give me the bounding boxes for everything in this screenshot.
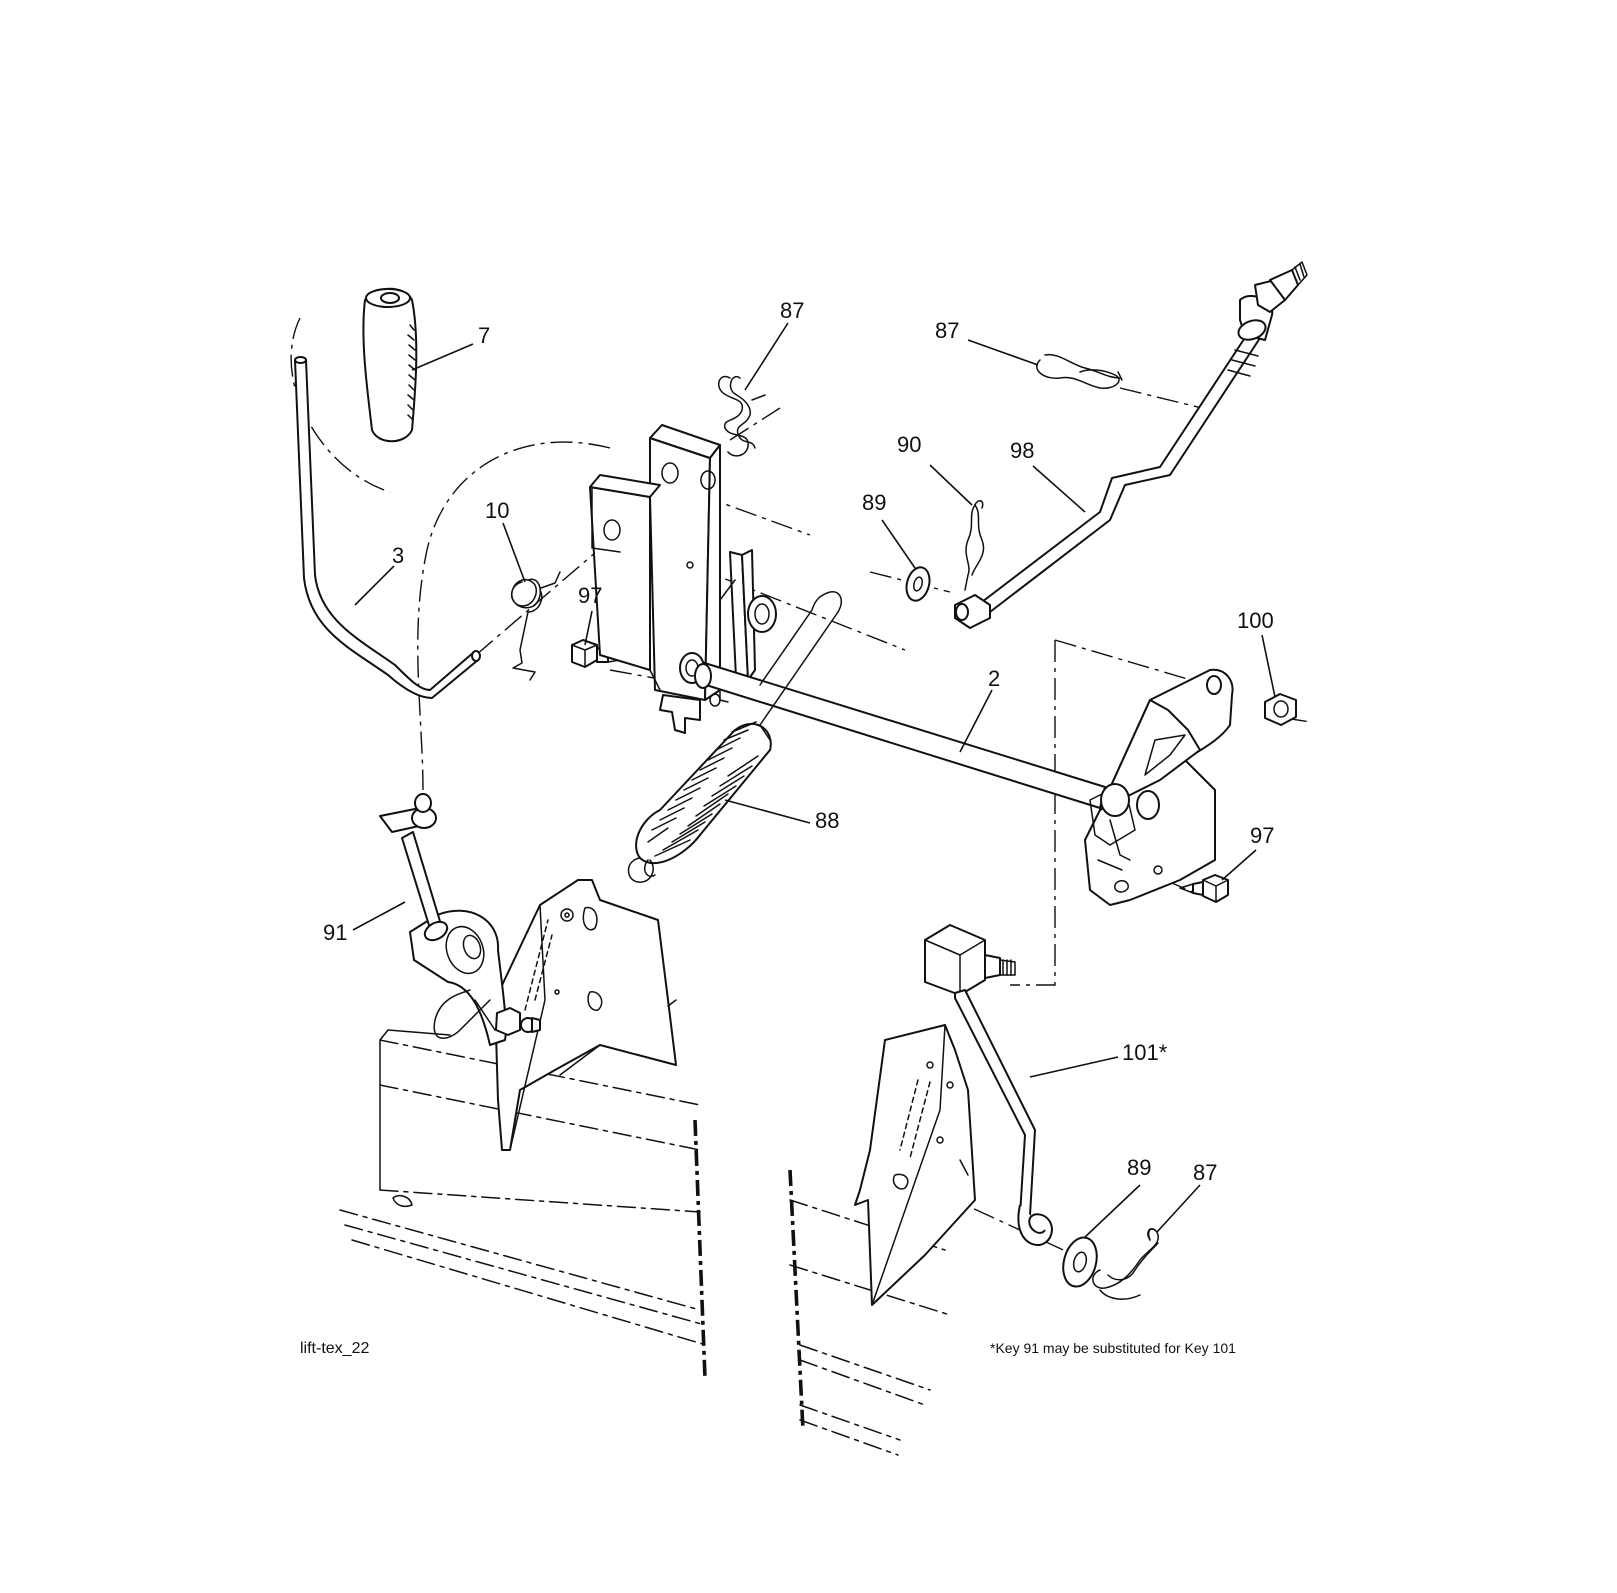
- substitution-footnote: *Key 91 may be substituted for Key 101: [990, 1340, 1236, 1356]
- part-89-washer-bottom: [1062, 1236, 1098, 1288]
- left-deck-bracket: [494, 879, 677, 1151]
- callout-87-bottom: 87: [1193, 1160, 1217, 1185]
- callout-10: 10: [485, 498, 509, 523]
- part-100-hex-nut: [1264, 693, 1297, 726]
- callout-87-right: 87: [935, 318, 959, 343]
- part-7-hand-grip: [362, 287, 418, 443]
- callout-89-top: 89: [862, 490, 886, 515]
- callout-7: 7: [478, 323, 490, 348]
- part-10-torsion-spring: [510, 571, 561, 681]
- right-deck-bracket: [854, 1024, 976, 1306]
- callout-89-bottom: 89: [1127, 1155, 1151, 1180]
- callout-100: 100: [1237, 608, 1274, 633]
- callout-2: 2: [988, 666, 1000, 691]
- callout-90: 90: [897, 432, 921, 457]
- right-lift-arm-plate: [1084, 668, 1234, 906]
- callout-91: 91: [323, 920, 347, 945]
- part-87-hairpin-cotter-right: [1036, 353, 1123, 389]
- part-87-hairpin-cotter-top: [718, 375, 766, 457]
- callout-97-left: 97: [578, 583, 602, 608]
- part-91-deck-link: [379, 793, 541, 1046]
- lift-mounting-bracket: [589, 424, 777, 734]
- part-98-lift-rod: [954, 261, 1308, 629]
- callout-88: 88: [815, 808, 839, 833]
- callout-98: 98: [1010, 438, 1034, 463]
- part-87-hairpin-cotter-bottom: [1092, 1228, 1159, 1300]
- callout-labels: 7 87 3 10 97 87 90 98 89 100 2 88 97 91 …: [323, 298, 1274, 1185]
- leader-lines: [352, 322, 1276, 1238]
- callout-87-top: 87: [780, 298, 804, 323]
- part-97-bolt-right: [1179, 874, 1229, 903]
- callout-101: 101*: [1122, 1040, 1168, 1065]
- part-101-deck-link: [924, 924, 1053, 1246]
- callout-3: 3: [392, 543, 404, 568]
- figure-id-label: lift-tex_22: [300, 1340, 369, 1357]
- callout-97-right: 97: [1250, 823, 1274, 848]
- part-90-cotter-clip: [964, 500, 985, 591]
- part-89-washer-top: [905, 566, 931, 602]
- part-88-extension-spring: [627, 591, 842, 883]
- part-3-lift-handle: [294, 356, 481, 699]
